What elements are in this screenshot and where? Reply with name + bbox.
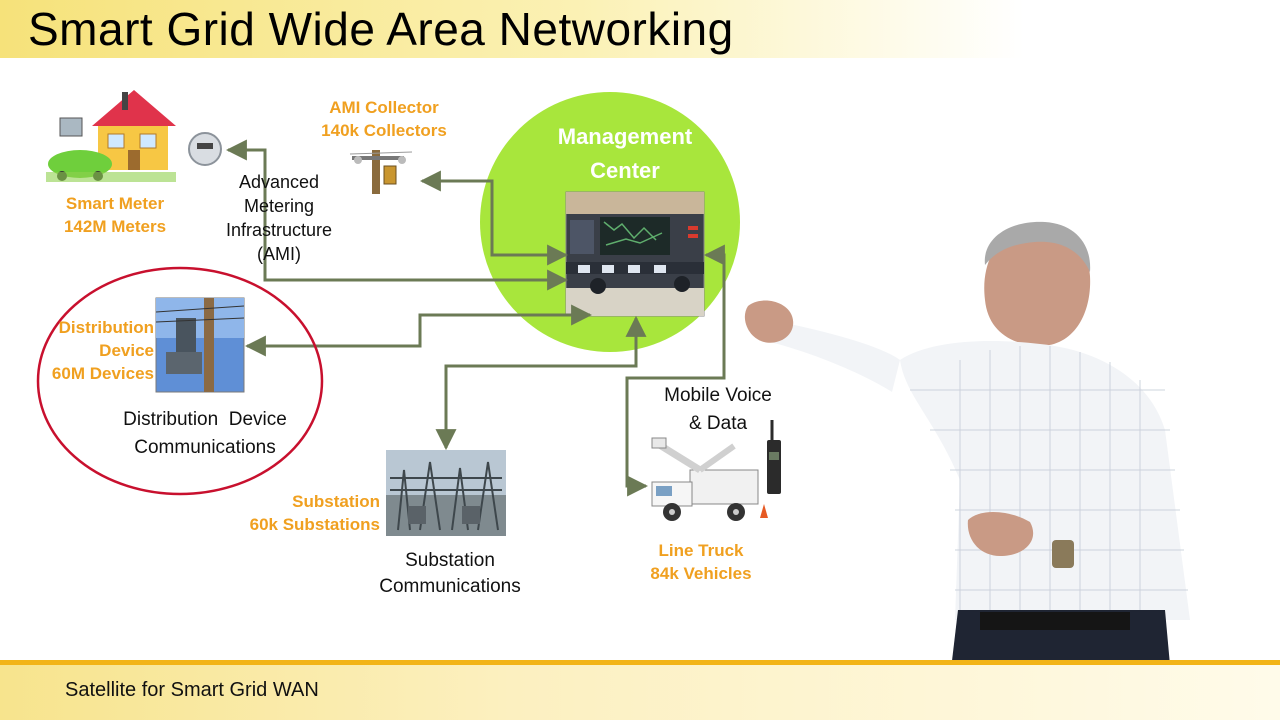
distribution-device-line-2: Device xyxy=(99,341,154,360)
substation-image xyxy=(386,450,506,536)
substation-count: 60k Substations xyxy=(249,515,380,534)
smart-meter-count: 142M Meters xyxy=(63,217,167,236)
line-truck-label: Line Truck 84k Vehicles xyxy=(630,539,772,585)
substation-label: Substation 60k Substations xyxy=(220,490,380,536)
distribution-comms-line-1: Distribution Device xyxy=(123,409,287,430)
slide-title: Smart Grid Wide Area Networking xyxy=(28,3,734,55)
distribution-device-image xyxy=(155,297,245,393)
distribution-device-count: 60M Devices xyxy=(51,364,154,383)
highlight-ellipse xyxy=(36,266,324,496)
utility-pole-icon xyxy=(349,150,413,194)
footer-text: Satellite for Smart Grid WAN xyxy=(65,679,319,701)
mobile-label: Mobile Voice & Data xyxy=(644,382,792,438)
mobile-line-1: Mobile Voice xyxy=(664,385,772,406)
title-band xyxy=(0,0,1280,58)
smart-meter-label: Smart Meter 142M Meters xyxy=(44,192,186,238)
substation-comms-line-1: Substation xyxy=(405,550,495,571)
line-truck-title: Line Truck xyxy=(658,541,744,560)
ami-line-3: Infrastructure xyxy=(225,220,333,240)
distribution-device-line-1: Distribution xyxy=(58,318,154,337)
line-truck-icon xyxy=(651,420,781,521)
management-center-line-2: Center xyxy=(590,158,660,183)
distribution-comms-label: Distribution Device Communications xyxy=(100,406,310,462)
substation-title: Substation xyxy=(292,492,380,511)
ami-line-4: (AMI) xyxy=(257,244,301,264)
ami-collector-count: 140k Collectors xyxy=(321,121,447,140)
ami-collector-label: AMI Collector 140k Collectors xyxy=(302,96,466,142)
ami-line-1: Advanced xyxy=(238,172,320,192)
control-room-image xyxy=(565,191,705,317)
ami-line-2: Metering xyxy=(243,196,315,216)
distribution-comms-line-2: Communications xyxy=(134,437,276,458)
ami-collector-title: AMI Collector xyxy=(329,98,439,117)
footer-band xyxy=(0,665,1280,720)
distribution-device-label: Distribution Device 60M Devices xyxy=(30,316,154,385)
connector-lines xyxy=(225,139,726,497)
house-icon xyxy=(46,90,222,182)
footer-accent-line xyxy=(0,660,1280,665)
substation-comms-line-2: Communications xyxy=(379,576,521,597)
ami-label: Advanced Metering Infrastructure (AMI) xyxy=(204,170,354,266)
presenter-figure xyxy=(744,221,1190,720)
substation-comms-label: Substation Communications xyxy=(360,548,540,600)
smart-meter-title: Smart Meter xyxy=(65,194,165,213)
management-center-line-1: Management xyxy=(557,124,693,149)
mobile-line-2: & Data xyxy=(688,413,748,434)
management-center-label: Management Center xyxy=(530,120,720,188)
line-truck-count: 84k Vehicles xyxy=(650,564,752,583)
